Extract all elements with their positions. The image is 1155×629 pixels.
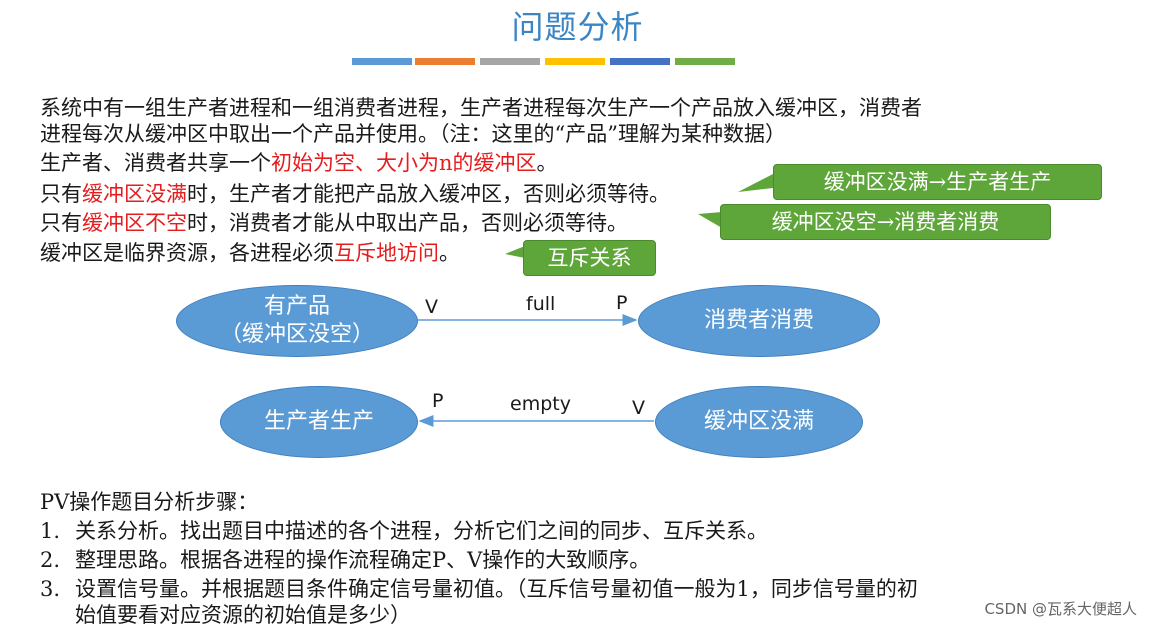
node-producer-produce-label: 生产者生产 (263, 409, 374, 434)
step-2-text: 整理思路。根据各进程的操作流程确定P、V操作的大致顺序。 (75, 548, 651, 572)
line-5-text: 只有 (40, 211, 82, 235)
line-4-highlight: 缓冲区没满 (82, 182, 187, 206)
callout-2-pointer (698, 212, 722, 228)
line-4-text: 只有 (40, 182, 82, 206)
color-bar-segment-5 (610, 58, 670, 65)
color-bar-segment-3 (480, 58, 540, 65)
step-3-text-line1: 设置信号量。并根据题目条件确定信号量初值。（互斥信号量初值一般为1，同步信号量的… (75, 577, 918, 601)
node-producer-produce: 生产者生产 (220, 386, 418, 458)
line-6-highlight: 互斥地访问 (334, 241, 439, 265)
edge-full-p-label: P (616, 292, 628, 314)
paragraph-line-3: 生产者、消费者共享一个初始为空、大小为n的缓冲区。 (40, 150, 558, 176)
callout-buffer-not-empty: 缓冲区没空→消费者消费 (720, 204, 1051, 240)
step-1-number: 1. (40, 519, 61, 543)
csdn-watermark: CSDN @瓦系大便超人 (984, 600, 1137, 618)
node-consumer-consume: 消费者消费 (638, 285, 880, 357)
line-4-end: 时，生产者才能把产品放入缓冲区，否则必须等待。 (187, 182, 670, 206)
page-title: 问题分析 (511, 8, 644, 46)
steps-heading: PV操作题目分析步骤： (40, 490, 259, 514)
paragraph-line-5: 只有缓冲区不空时，消费者才能从中取出产品，否则必须等待。 (40, 210, 628, 236)
paragraph-line-1: 系统中有一组生产者进程和一组消费者进程，生产者进程每次生产一个产品放入缓冲区，消… (40, 96, 922, 120)
color-bar-segment-2 (415, 58, 475, 65)
step-1-text: 关系分析。找出题目中描述的各个进程，分析它们之间的同步、互斥关系。 (75, 519, 768, 543)
line-5-highlight: 缓冲区不空 (82, 211, 187, 235)
line-3-highlight: 初始为空、大小为n的缓冲区 (271, 151, 537, 175)
paragraph-line-4: 只有缓冲区没满时，生产者才能把产品放入缓冲区，否则必须等待。 (40, 181, 670, 207)
callout-mutex: 互斥关系 (523, 240, 656, 276)
edge-empty-label: empty (510, 393, 571, 415)
node-buffer-not-full: 缓冲区没满 (655, 386, 863, 458)
edge-empty-p-label: P (432, 390, 444, 412)
line-3-end: 。 (536, 151, 558, 175)
color-bar-segment-6 (675, 58, 735, 65)
node-has-product: 有产品 （缓冲区没空） (176, 285, 418, 357)
node-consumer-consume-label: 消费者消费 (703, 308, 814, 333)
line-6-text: 缓冲区是临界资源，各进程必须 (40, 241, 334, 265)
edge-empty-v-label: V (632, 397, 645, 419)
color-bar-segment-1 (352, 58, 412, 65)
color-bar-segment-4 (545, 58, 605, 65)
step-2-number: 2. (40, 548, 61, 572)
callout-3-pointer (505, 246, 525, 258)
node-has-product-line2: （缓冲区没空） (219, 322, 374, 347)
line-6-end: 。 (439, 241, 460, 265)
callout-1-pointer (738, 174, 773, 192)
paragraph-line-6: 缓冲区是临界资源，各进程必须互斥地访问。 (40, 240, 460, 266)
node-has-product-line1: 有产品 (263, 294, 330, 319)
callout-buffer-not-full: 缓冲区没满→生产者生产 (773, 164, 1102, 200)
step-3-text-line2: 始值要看对应资源的初始值是多少） (75, 603, 411, 627)
node-buffer-not-full-label: 缓冲区没满 (703, 409, 814, 434)
line-5-end: 时，消费者才能从中取出产品，否则必须等待。 (187, 211, 628, 235)
line-3-text: 生产者、消费者共享一个 (40, 151, 271, 175)
edge-full-v-label: V (425, 296, 438, 318)
step-3-number: 3. (40, 577, 61, 601)
edge-full-label: full (526, 293, 556, 315)
paragraph-line-2: 进程每次从缓冲区中取出一个产品并使用。（注：这里的“产品”理解为某种数据） (40, 122, 786, 146)
